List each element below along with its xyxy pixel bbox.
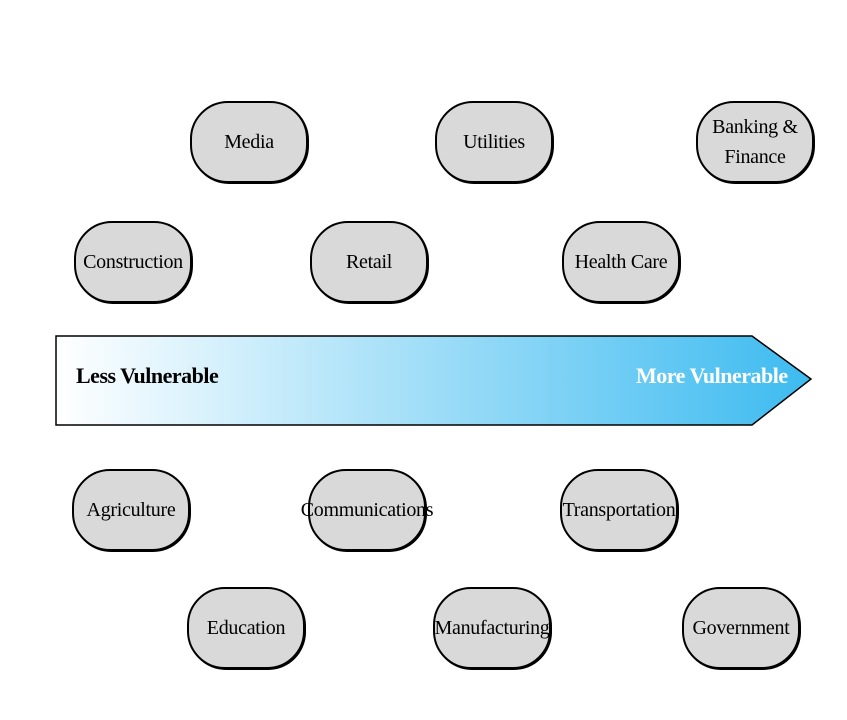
sector-health-care: Health Care bbox=[562, 221, 680, 303]
sector-utilities: Utilities bbox=[435, 101, 553, 183]
less-vulnerable-label: Less Vulnerable bbox=[76, 363, 219, 388]
sector-construction: Construction bbox=[74, 221, 192, 303]
sector-communications: Communications bbox=[301, 469, 434, 551]
more-vulnerable-label: More Vulnerable bbox=[636, 363, 788, 388]
sector-media: Media bbox=[190, 101, 308, 183]
sector-education: Education bbox=[187, 587, 305, 669]
sector-agriculture: Agriculture bbox=[72, 469, 190, 551]
sector-retail: Retail bbox=[310, 221, 428, 303]
sector-banking-finance: Banking & Finance bbox=[696, 101, 814, 183]
sector-government: Government bbox=[682, 587, 800, 669]
sector-manufacturing: Manufacturing bbox=[433, 587, 551, 669]
arrow-shape bbox=[55, 335, 813, 426]
sector-transportation: Transportation bbox=[560, 469, 678, 551]
